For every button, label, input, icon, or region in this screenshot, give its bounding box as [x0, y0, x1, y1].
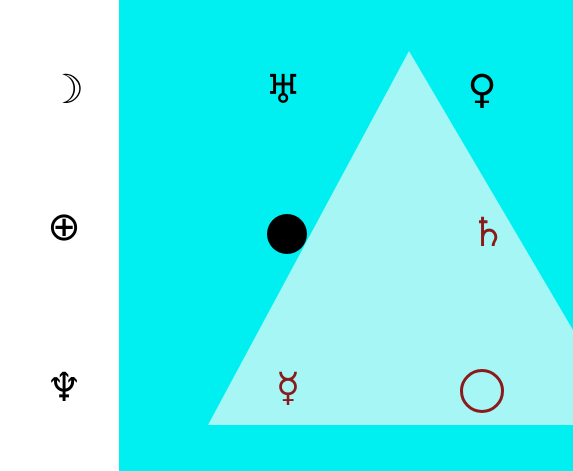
- black-token[interactable]: [267, 214, 307, 254]
- game-board: ♅ ♀ ♄ ☿: [119, 0, 573, 471]
- venus-icon[interactable]: ♀: [467, 67, 497, 113]
- saturn-icon[interactable]: ♄: [470, 210, 506, 256]
- sun-circle-icon[interactable]: [460, 369, 504, 413]
- uranus-icon[interactable]: ♅: [265, 67, 301, 113]
- mercury-icon[interactable]: ☿: [275, 365, 301, 411]
- triangle-region: [208, 51, 573, 425]
- symbol-sidebar: ☽ ⊕ ♆: [0, 0, 119, 471]
- neptune-icon[interactable]: ♆: [46, 365, 82, 411]
- board-background: [119, 0, 573, 471]
- moon-icon[interactable]: ☽: [48, 67, 84, 113]
- earth-icon[interactable]: ⊕: [47, 204, 81, 250]
